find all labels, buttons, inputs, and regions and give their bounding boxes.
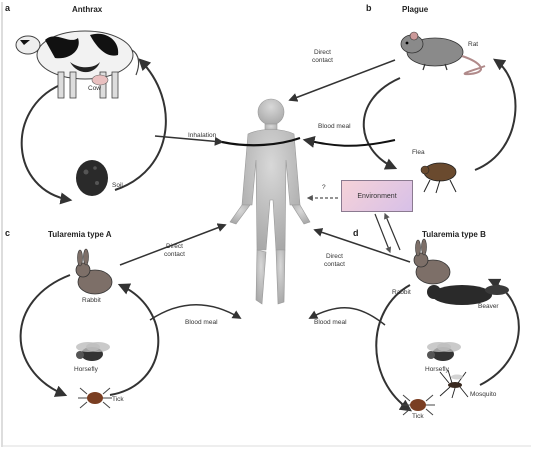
label-cow: Cow bbox=[88, 86, 101, 93]
label-tularemia-a-blood-meal: Blood meal bbox=[185, 320, 218, 327]
label-plague-blood-meal: Blood meal bbox=[318, 124, 351, 131]
label-inhalation: Inhalation bbox=[188, 133, 216, 140]
mosquito-illustration bbox=[440, 370, 468, 398]
panel-letter-c: c bbox=[5, 229, 10, 238]
panel-letter-d: d bbox=[353, 229, 359, 238]
environment-box: Environment bbox=[341, 180, 413, 212]
panel-title-tularemia-a: Tularemia type A bbox=[48, 231, 112, 239]
label-plague-direct-contact-line2: contact bbox=[312, 58, 333, 65]
label-rabbit-b: Rabbit bbox=[392, 290, 411, 297]
label-environment-question: ? bbox=[322, 185, 326, 192]
label-horsefly-b: Horsefly bbox=[425, 367, 449, 374]
label-rat: Rat bbox=[468, 42, 478, 49]
label-flea: Flea bbox=[412, 150, 425, 157]
rabbit-a-illustration bbox=[76, 249, 112, 294]
label-tularemia-b-direct-contact-line1: Direct bbox=[326, 254, 343, 261]
beaver-illustration bbox=[427, 285, 509, 305]
arrow-plague-blood-meal bbox=[305, 140, 395, 146]
soil-illustration bbox=[76, 160, 108, 196]
label-horsefly-a: Horsefly bbox=[74, 367, 98, 374]
cycle-arrow-tick-to-rabbit bbox=[110, 285, 158, 395]
tularemia-a-cycle bbox=[21, 249, 159, 408]
environment-label: Environment bbox=[357, 193, 396, 200]
cycle-arrow-cow-to-soil bbox=[22, 85, 70, 200]
plague-cycle bbox=[364, 32, 516, 193]
panel-title-tularemia-b: Tularemia type B bbox=[422, 231, 486, 239]
panel-letter-a: a bbox=[5, 4, 10, 13]
label-plague-direct-contact-line1: Direct bbox=[314, 50, 331, 57]
label-beaver: Beaver bbox=[478, 304, 499, 311]
cycle-arrow-soil-to-cow bbox=[115, 60, 166, 190]
cycle-arrow-rabbit-to-tick-b bbox=[376, 285, 410, 410]
panel-title-anthrax: Anthrax bbox=[72, 6, 102, 14]
cow-illustration bbox=[16, 31, 139, 98]
label-mosquito: Mosquito bbox=[470, 392, 496, 399]
tularemia-b-cycle bbox=[376, 239, 519, 415]
tick-b-illustration bbox=[401, 395, 435, 415]
arrow-tularemia-a-blood-meal bbox=[150, 305, 240, 320]
label-tularemia-b-direct-contact-line2: contact bbox=[324, 262, 345, 269]
label-tick-b: Tick bbox=[412, 414, 424, 421]
cycle-arrow-rabbit-to-tick bbox=[21, 275, 70, 395]
anthrax-cycle bbox=[16, 31, 166, 200]
label-rabbit-a: Rabbit bbox=[82, 298, 101, 305]
horsefly-a-illustration bbox=[76, 342, 110, 361]
tick-a-illustration bbox=[78, 388, 112, 408]
cycle-arrow-rat-to-flea bbox=[364, 78, 400, 168]
cycle-arrow-flea-to-rat bbox=[475, 60, 515, 170]
human-figure bbox=[230, 99, 310, 304]
label-tularemia-b-blood-meal: Blood meal bbox=[314, 320, 347, 327]
arrow-plague-direct-contact bbox=[290, 60, 395, 100]
rabbit-b-illustration bbox=[414, 239, 450, 284]
label-soil: Soil bbox=[112, 183, 123, 190]
panel-letter-b: b bbox=[366, 4, 372, 13]
label-tularemia-a-direct-contact-line1: Direct bbox=[166, 244, 183, 251]
label-tick-a: Tick bbox=[112, 397, 124, 404]
label-tularemia-a-direct-contact-line2: contact bbox=[164, 252, 185, 259]
horsefly-b-illustration bbox=[427, 342, 461, 361]
flea-illustration bbox=[421, 163, 456, 193]
panel-title-plague: Plague bbox=[402, 6, 428, 14]
rat-illustration bbox=[401, 32, 485, 74]
